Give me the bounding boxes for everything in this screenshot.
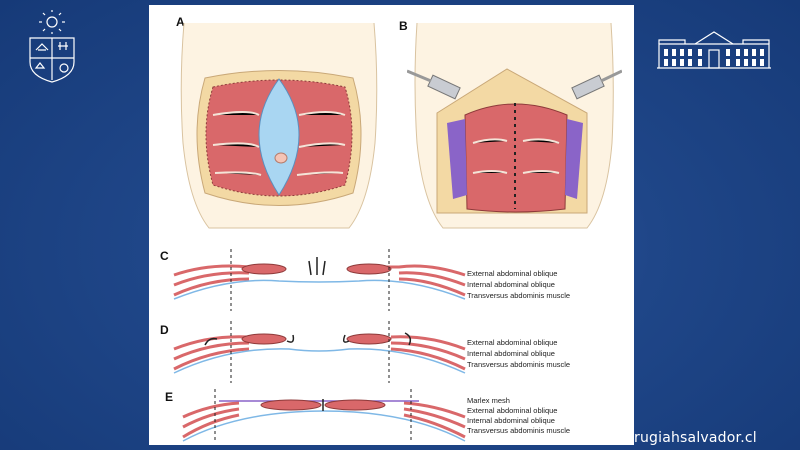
label-c-transversus: Transversus abdominis muscle	[467, 291, 571, 300]
panel-c-cross-section	[173, 249, 466, 311]
hospital-building-icon	[657, 31, 771, 69]
panel-label-e: E	[165, 390, 174, 404]
panel-label-a: A	[176, 15, 185, 29]
label-e-external-oblique: External abdominal oblique	[467, 406, 558, 415]
panel-a-illustration	[180, 23, 378, 229]
label-c-internal-oblique: Internal abdominal oblique	[467, 280, 555, 289]
university-crest-icon	[29, 10, 75, 83]
panel-label-b: B	[399, 19, 408, 33]
label-e-internal-oblique: Internal abdominal oblique	[467, 416, 555, 425]
label-c-external-oblique: External abdominal oblique	[467, 269, 558, 278]
panel-label-d: D	[160, 323, 169, 337]
surgical-figure: A B C D E	[149, 5, 634, 445]
panel-label-c: C	[160, 249, 169, 263]
panel-b-illustration	[407, 23, 622, 229]
label-d-internal-oblique: Internal abdominal oblique	[467, 349, 555, 358]
website-url: rugiahsalvador.cl	[634, 430, 757, 446]
label-e-transversus: Transversus abdominis muscle	[467, 426, 571, 435]
panel-d-cross-section	[173, 321, 466, 383]
panel-e-cross-section	[182, 389, 466, 442]
label-d-transversus: Transversus abdominis muscle	[467, 360, 571, 369]
label-e-marlex-mesh: Marlex mesh	[467, 396, 510, 405]
label-d-external-oblique: External abdominal oblique	[467, 338, 558, 347]
